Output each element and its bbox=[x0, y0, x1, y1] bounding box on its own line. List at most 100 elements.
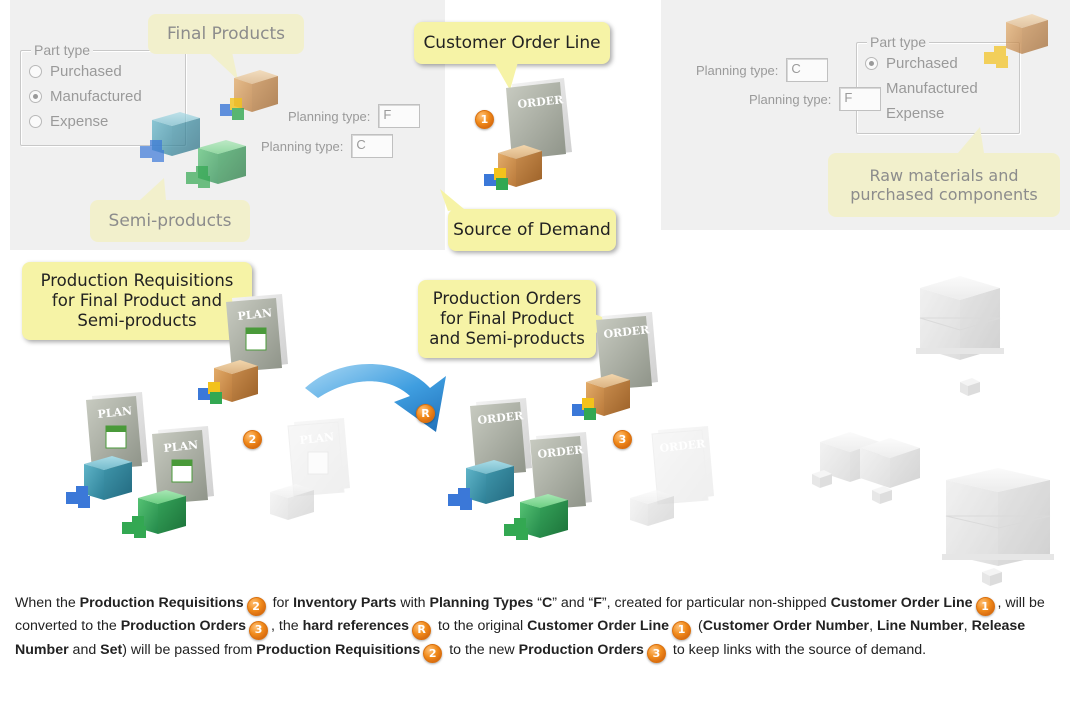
bold-text: F bbox=[593, 595, 602, 611]
callout-text: Production Requisitions for Final Produc… bbox=[40, 271, 234, 330]
source-of-demand-callout: Source of Demand bbox=[440, 189, 616, 251]
inline-badge: 2 bbox=[423, 643, 443, 663]
inline-badge: 2 bbox=[246, 597, 266, 617]
part-type-group: Part type Purchased Manufactured Expense bbox=[20, 42, 186, 146]
order-document-icon: ORDER bbox=[506, 78, 572, 160]
text: with bbox=[396, 595, 430, 611]
faded-pallet-stack-icon bbox=[942, 468, 1054, 586]
planning-type-c-field: Planning type: C bbox=[696, 58, 829, 82]
planning-type-label: Planning type: bbox=[261, 138, 344, 154]
bold-text: Production Requisitions bbox=[79, 595, 244, 611]
faded-box-group-icon bbox=[812, 432, 920, 504]
order-doc-label: ORDER bbox=[603, 323, 651, 341]
plan-doc-label: PLAN bbox=[163, 438, 199, 455]
planning-type-f-field: Planning type: F bbox=[288, 104, 421, 128]
text: ) will be passed from bbox=[122, 641, 257, 658]
text: “ bbox=[533, 595, 542, 611]
illustration-layer: ORDER PLAN PLAN bbox=[66, 14, 1054, 586]
bold-text: Customer Order Line bbox=[527, 618, 670, 635]
customer-order-line-callout: Customer Order Line bbox=[414, 22, 610, 90]
part-type-legend: Part type bbox=[867, 34, 930, 50]
inline-badge: 3 bbox=[646, 643, 666, 663]
text: , bbox=[869, 618, 877, 635]
semi-product-box-icon bbox=[466, 460, 514, 504]
planning-type-label: Planning type: bbox=[749, 91, 832, 107]
cubes-icon bbox=[198, 382, 222, 404]
cubes-icon bbox=[66, 486, 90, 508]
faded-pallet-stack-icon bbox=[916, 276, 1004, 396]
bold-text: Customer Order Line bbox=[830, 595, 973, 611]
radio-manufactured[interactable]: Manufactured bbox=[865, 80, 978, 97]
cubes-icon bbox=[140, 140, 164, 162]
order-doc-label: ORDER bbox=[517, 93, 565, 111]
raw-material-box-icon bbox=[1006, 14, 1048, 54]
bold-text: Production Requisitions bbox=[256, 641, 421, 658]
badge-production-requisitions: 2 bbox=[243, 430, 262, 449]
text: ”, created for particular non-shipped bbox=[601, 595, 831, 611]
plan-document-icon: PLAN bbox=[226, 294, 288, 372]
bold-text: Line Number bbox=[876, 618, 964, 635]
radio-circle[interactable] bbox=[29, 65, 42, 78]
bold-text: Set bbox=[100, 641, 123, 658]
text: to the original bbox=[434, 618, 528, 635]
bold-text: Planning Types bbox=[429, 595, 534, 611]
radio-circle[interactable] bbox=[29, 115, 42, 128]
radio-expense[interactable]: Expense bbox=[29, 113, 108, 130]
planning-type-input[interactable]: C bbox=[786, 58, 829, 82]
order-doc-label: ORDER bbox=[659, 437, 707, 455]
plan-document-icon: PLAN bbox=[86, 392, 148, 470]
inline-badge: 1 bbox=[975, 597, 995, 617]
planning-type-input[interactable]: C bbox=[351, 134, 394, 158]
cubes-icon bbox=[220, 98, 244, 120]
faded-order-document-icon: ORDER bbox=[651, 426, 714, 505]
callout-text: Source of Demand bbox=[453, 219, 611, 240]
plan-doc-label: PLAN bbox=[97, 404, 133, 421]
semi-product-box-icon bbox=[520, 494, 568, 538]
text: When the bbox=[15, 595, 80, 611]
bold-text: Release Number bbox=[15, 618, 1026, 658]
plan-document-icon: PLAN bbox=[152, 426, 214, 504]
inline-badge: 1 bbox=[672, 620, 692, 640]
radio-purchased[interactable]: Purchased bbox=[865, 55, 958, 72]
planning-type-f-field: Planning type: F bbox=[749, 87, 882, 111]
plan-doc-label: PLAN bbox=[237, 306, 273, 323]
radio-label: Expense bbox=[50, 113, 109, 130]
cubes-icon bbox=[984, 46, 1008, 68]
callout-tail bbox=[440, 189, 464, 211]
production-orders-callout: Production Orders for Final Product and … bbox=[418, 280, 616, 358]
badge-production-orders: 3 bbox=[613, 430, 632, 449]
text: ” and “ bbox=[552, 595, 594, 611]
radio-purchased[interactable]: Purchased bbox=[29, 63, 122, 80]
planning-type-input[interactable]: F bbox=[378, 104, 421, 128]
bold-text: C bbox=[541, 595, 553, 611]
callout-tail bbox=[208, 52, 238, 80]
text: , bbox=[963, 618, 972, 635]
text: , the bbox=[271, 618, 303, 635]
radio-label: Expense bbox=[886, 105, 945, 122]
text: for bbox=[268, 595, 294, 611]
radio-expense[interactable]: Expense bbox=[865, 105, 944, 122]
planning-type-input[interactable]: F bbox=[839, 87, 882, 111]
radio-manufactured[interactable]: Manufactured bbox=[29, 88, 142, 105]
callout-text: Raw materials and purchased components bbox=[850, 165, 1038, 204]
callout-text: Customer Order Line bbox=[423, 32, 601, 53]
semi-products-callout: Semi-products bbox=[90, 178, 250, 242]
text: to keep links with the source of demand. bbox=[668, 641, 927, 658]
order-document-icon: ORDER bbox=[530, 432, 592, 510]
callout-text: Final Products bbox=[167, 23, 285, 44]
semi-product-box-icon bbox=[152, 112, 200, 156]
callout-tail bbox=[140, 178, 166, 200]
callout-tail bbox=[958, 127, 984, 153]
text: and bbox=[68, 641, 101, 658]
planning-type-c-field: Planning type: C bbox=[261, 134, 394, 158]
radio-circle-selected[interactable] bbox=[29, 90, 42, 103]
radio-circle-selected[interactable] bbox=[865, 57, 878, 70]
cubes-icon bbox=[186, 166, 210, 188]
cubes-icon bbox=[572, 398, 596, 420]
bold-text: hard references bbox=[302, 618, 410, 635]
bold-text: Customer Order Number bbox=[702, 618, 870, 635]
text: ( bbox=[694, 618, 703, 635]
text: , will be converted to the bbox=[15, 595, 1045, 635]
planning-type-label: Planning type: bbox=[696, 62, 779, 78]
